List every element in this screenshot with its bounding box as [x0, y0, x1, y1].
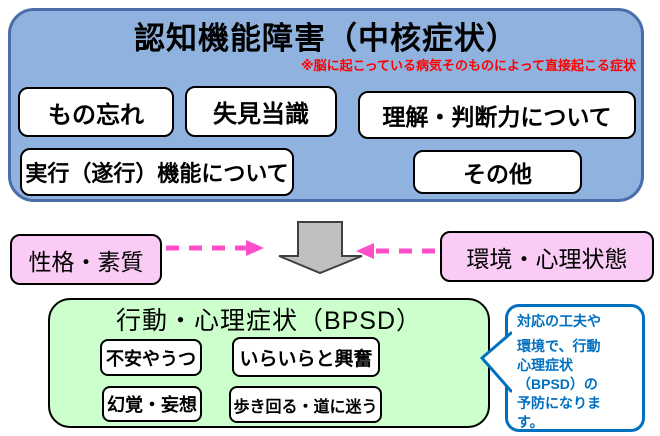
down-arrow-icon [278, 221, 363, 275]
factor-box-personality: 性格・素質 [10, 234, 162, 285]
bpsd-symptom-box-hallucination-delusion: 幻覚・妄想 [102, 386, 202, 422]
bpsd-symptom-box-anxiety-depression: 不安やうつ [100, 339, 202, 376]
core-symptoms-note: ※脳に起こっている病気そのものによって直接起こる症状 [300, 58, 636, 73]
core-symptom-box-disorientation: 失見当識 [185, 86, 337, 137]
callout-text-line: （BPSD）の [517, 376, 598, 392]
core-symptom-box-executive-function: 実行（遂行）機能について [20, 148, 294, 196]
core-symptoms-title: 認知機能障害（中核症状） [134, 21, 518, 56]
callout-text-line: 心理症状 [517, 357, 573, 373]
dashed-arrow-right-icon [166, 240, 264, 256]
core-symptom-box-other: その他 [413, 150, 582, 194]
callout-text-line: 予防になりま [517, 395, 601, 411]
bpsd-symptom-box-wandering: 歩き回る・道に迷う [229, 386, 382, 423]
core-symptom-box-memory-loss: もの忘れ [18, 87, 174, 137]
callout-text-line: す。 [517, 414, 544, 430]
core-symptom-box-comprehension-judgement: 理解・判断力について [358, 91, 636, 139]
prevention-callout: 対応の工夫や 環境で、行動 心理症状 （BPSD）の 予防になりま す。 [479, 304, 645, 432]
callout-tail-icon [479, 331, 512, 393]
factor-box-environment: 環境・心理状態 [440, 231, 654, 282]
bpsd-symptom-box-irritation-excitement: いらいらと興奮 [232, 337, 380, 377]
dashed-arrow-left-icon [356, 243, 441, 259]
bpsd-title: 行動・心理症状（BPSD） [115, 307, 423, 335]
callout-text-line: 環境で、行動 [517, 338, 601, 354]
callout-text-line: 対応の工夫や [517, 313, 601, 329]
